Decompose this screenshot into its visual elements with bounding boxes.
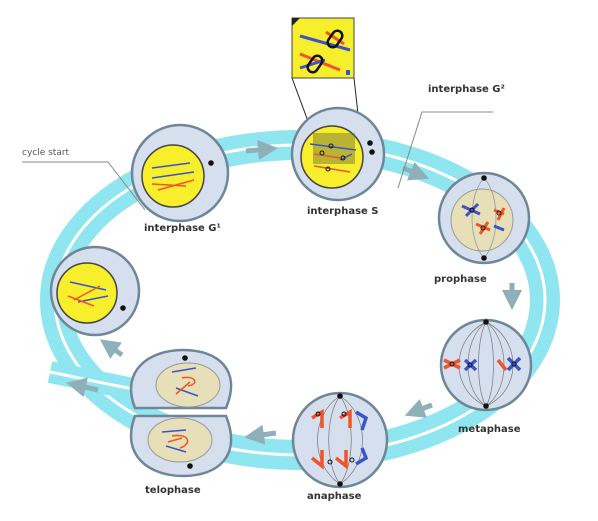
cell-metaphase xyxy=(439,318,533,412)
arrow-icon xyxy=(99,339,124,359)
label-interphase-s: interphase S xyxy=(307,206,379,217)
arrow-icon xyxy=(66,377,99,397)
arrow-icon xyxy=(402,161,430,181)
centrosome-icon xyxy=(483,319,489,325)
cell-interphase-s xyxy=(290,106,386,202)
arrow-icon xyxy=(244,424,277,445)
label-metaphase: metaphase xyxy=(458,424,521,435)
label-cycle-start: cycle start xyxy=(22,148,70,158)
arrow-icon xyxy=(245,139,278,160)
centrosome-icon xyxy=(182,355,188,361)
cell-anaphase xyxy=(291,391,389,489)
centrosome-icon xyxy=(481,255,487,261)
label-prophase: prophase xyxy=(434,274,487,285)
centrosome-icon xyxy=(337,481,343,487)
s-phase-zoom-callout xyxy=(291,17,361,133)
centrosome-icon xyxy=(120,305,126,311)
centrosome-icon xyxy=(337,393,343,399)
label-telophase: telophase xyxy=(145,485,201,496)
arrow-icon xyxy=(404,399,433,418)
centrosome-icon xyxy=(367,140,373,146)
centrosome-icon xyxy=(208,160,214,166)
centrosome-icon xyxy=(369,149,375,155)
cell-prophase xyxy=(437,171,531,265)
cell-interphase-g1 xyxy=(130,123,230,223)
leader-lines xyxy=(22,111,493,211)
label-interphase-g2: interphase G² xyxy=(428,84,505,95)
cell-telophase xyxy=(129,348,233,478)
centrosome-icon xyxy=(187,463,193,469)
label-interphase-g1: interphase G¹ xyxy=(144,223,221,234)
label-anaphase: anaphase xyxy=(307,491,362,502)
centrosome-icon xyxy=(481,175,487,181)
cell-daughter-g1 xyxy=(49,245,141,337)
direction-arrows xyxy=(66,139,522,445)
centrosome-icon xyxy=(483,403,489,409)
